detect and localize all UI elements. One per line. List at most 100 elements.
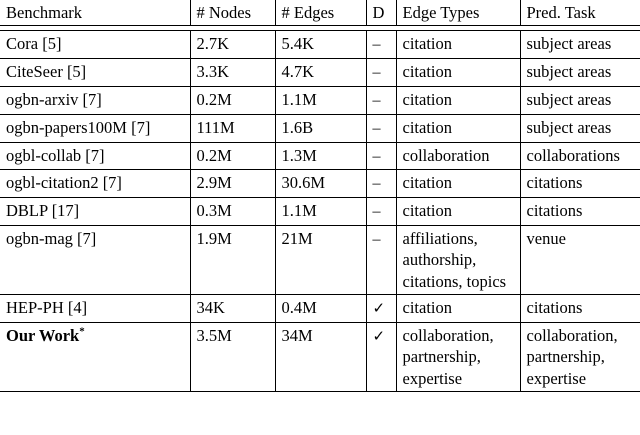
cell-edges: 5.4K [274,30,366,59]
cell-edges: 21M [274,225,366,295]
header-rule [0,25,640,32]
cell-nodes: 3.5M [189,321,275,393]
cell-edges: 4.7K [274,58,366,87]
cell-directed: – [365,58,396,87]
benchmark-label: ogbn-mag [7] [6,229,97,249]
benchmark-label: HEP-PH [4] [6,298,88,318]
cell-benchmark: Cora [5] [0,31,190,59]
cell-benchmark: ogbl-citation2 [7] [0,169,190,198]
cell-nodes: 1.9M [189,225,275,295]
footnote-marker: * [79,325,85,338]
cell-nodes: 3.3K [189,58,275,87]
cell-pred-task: subject areas [519,30,640,59]
cell-edges: 34M [274,321,366,393]
benchmark-label: Our Work [6,325,80,345]
benchmark-label: ogbl-collab [7] [6,145,105,165]
cell-nodes: 0.2M [189,86,275,115]
table-header-row: Benchmark # Nodes # Edges D Edge Types P… [0,0,640,26]
benchmark-label: DBLP [17] [6,201,80,221]
cell-benchmark: Our Work* [0,321,190,393]
cell-benchmark: ogbl-collab [7] [0,141,190,170]
cell-directed: – [365,169,396,198]
cell-nodes: 0.2M [189,141,275,170]
dash-icon: – [372,175,381,193]
column-header-edge-types: Edge Types [395,0,520,26]
cell-nodes: 2.9M [189,169,275,198]
benchmark-label: ogbn-papers100M [7] [6,117,151,137]
cell-nodes: 111M [189,113,275,143]
cell-pred-task: citations [519,294,640,323]
cell-edge-types: citation [395,86,520,115]
dash-icon: – [372,147,381,165]
cell-pred-task: collaborations [519,141,640,170]
dash-icon: – [372,119,381,137]
dash-icon: – [372,92,381,110]
cell-directed: – [365,197,396,226]
cell-pred-task: subject areas [519,58,640,87]
checkmark-icon: ✓ [372,328,386,345]
checkmark-icon: ✓ [372,301,386,318]
cell-edge-types: citation [395,58,520,87]
cell-directed: – [365,141,396,170]
cell-edges: 1.6B [274,113,366,143]
cell-directed: – [365,86,396,115]
cell-edges: 1.1M [274,86,366,115]
cell-pred-task: collaboration, partnership, expertise [519,321,640,393]
cell-benchmark: DBLP [17] [0,197,190,226]
cell-edge-types: citation [395,197,520,226]
cell-edge-types: citation [395,294,520,323]
column-header-pred-task: Pred. Task [519,0,640,26]
cell-benchmark: ogbn-mag [7] [0,225,190,295]
cell-edges: 1.3M [274,141,366,170]
cell-pred-task: subject areas [519,86,640,115]
benchmark-label: ogbn-arxiv [7] [6,90,102,110]
cell-nodes: 34K [189,294,275,323]
cell-edge-types: affiliations, authorship, citations, top… [395,225,520,295]
table-header: Benchmark # Nodes # Edges D Edge Types P… [0,0,640,32]
cell-directed: – [365,30,396,59]
cell-pred-task: citations [519,169,640,198]
cell-edge-types: citation [395,169,520,198]
cell-directed: ✓ [365,294,396,323]
dash-icon: – [372,64,381,82]
cell-benchmark: ogbn-papers100M [7] [0,113,190,143]
column-header-directed: D [365,0,396,26]
benchmark-label: ogbl-citation2 [7] [6,173,122,193]
cell-edge-types: citation [395,30,520,59]
cell-edges: 0.4M [274,294,366,323]
cell-pred-task: subject areas [519,113,640,143]
cell-directed: – [365,113,396,143]
cell-directed: – [365,225,396,295]
cell-edge-types: citation [395,113,520,143]
dash-icon: – [372,203,381,221]
cell-directed: ✓ [365,321,396,393]
benchmark-label: CiteSeer [5] [6,62,87,82]
benchmark-comparison-table: Benchmark # Nodes # Edges D Edge Types P… [0,0,640,393]
column-header-edges: # Edges [274,0,366,26]
column-header-benchmark: Benchmark [6,3,83,22]
cell-pred-task: venue [519,225,640,295]
cell-edge-types: collaboration [395,141,520,170]
dash-icon: – [372,36,381,54]
cell-nodes: 0.3M [189,197,275,226]
cell-edge-types: collaboration, partnership, expertise [395,321,520,393]
benchmark-label: Cora [5] [6,34,62,54]
cell-edges: 1.1M [274,197,366,226]
header-double-rule [0,25,640,32]
column-header-nodes: # Nodes [189,0,275,26]
cell-benchmark: CiteSeer [5] [0,58,190,87]
cell-pred-task: citations [519,197,640,226]
cell-benchmark: ogbn-arxiv [7] [0,86,190,115]
cell-edges: 30.6M [274,169,366,198]
